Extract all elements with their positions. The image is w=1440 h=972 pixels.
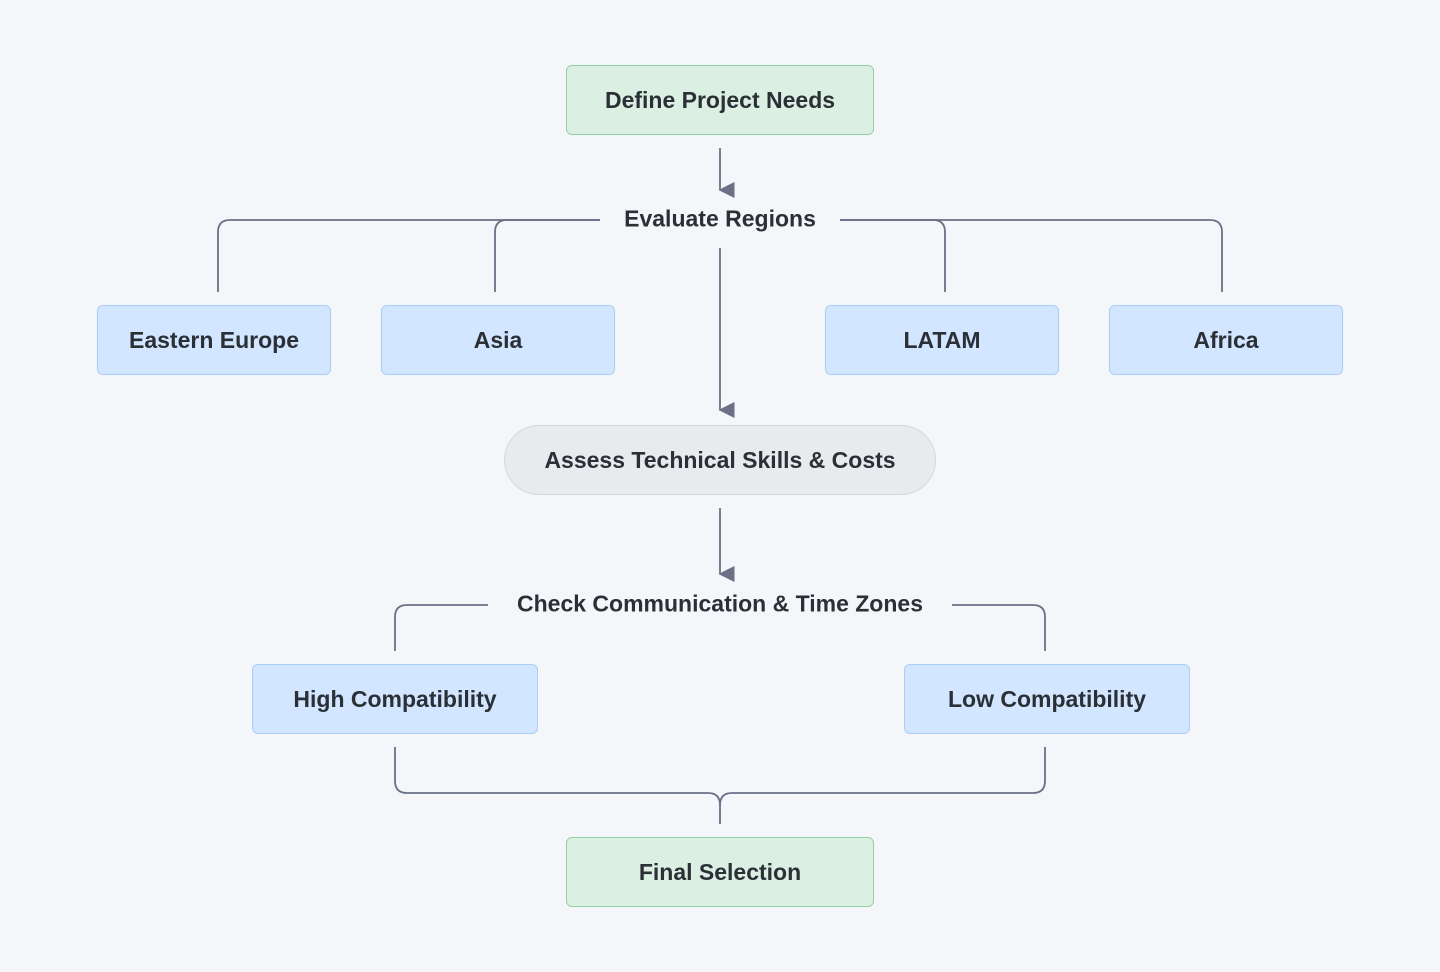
define-project-needs-node: Define Project Needs	[566, 65, 874, 135]
branch-to-low-compatibility	[952, 604, 1046, 651]
branch-to-eastern-europe	[217, 219, 600, 292]
latam-node: LATAM	[825, 305, 1059, 375]
branch-to-asia	[494, 219, 600, 292]
merge-high-to-final	[394, 747, 721, 824]
low-compatibility-node: Low Compatibility	[904, 664, 1190, 734]
merge-low-to-final	[719, 747, 1046, 806]
check-communication-label: Check Communication & Time Zones	[507, 590, 933, 618]
final-selection-node: Final Selection	[566, 837, 874, 907]
evaluate-regions-label: Evaluate Regions	[614, 205, 826, 233]
branch-to-latam	[840, 219, 946, 292]
africa-node: Africa	[1109, 305, 1343, 375]
branch-to-high-compatibility	[394, 604, 488, 651]
assess-skills-costs-node: Assess Technical Skills & Costs	[504, 425, 936, 495]
branch-to-africa	[840, 219, 1223, 292]
high-compatibility-node: High Compatibility	[252, 664, 538, 734]
eastern-europe-node: Eastern Europe	[97, 305, 331, 375]
asia-node: Asia	[381, 305, 615, 375]
